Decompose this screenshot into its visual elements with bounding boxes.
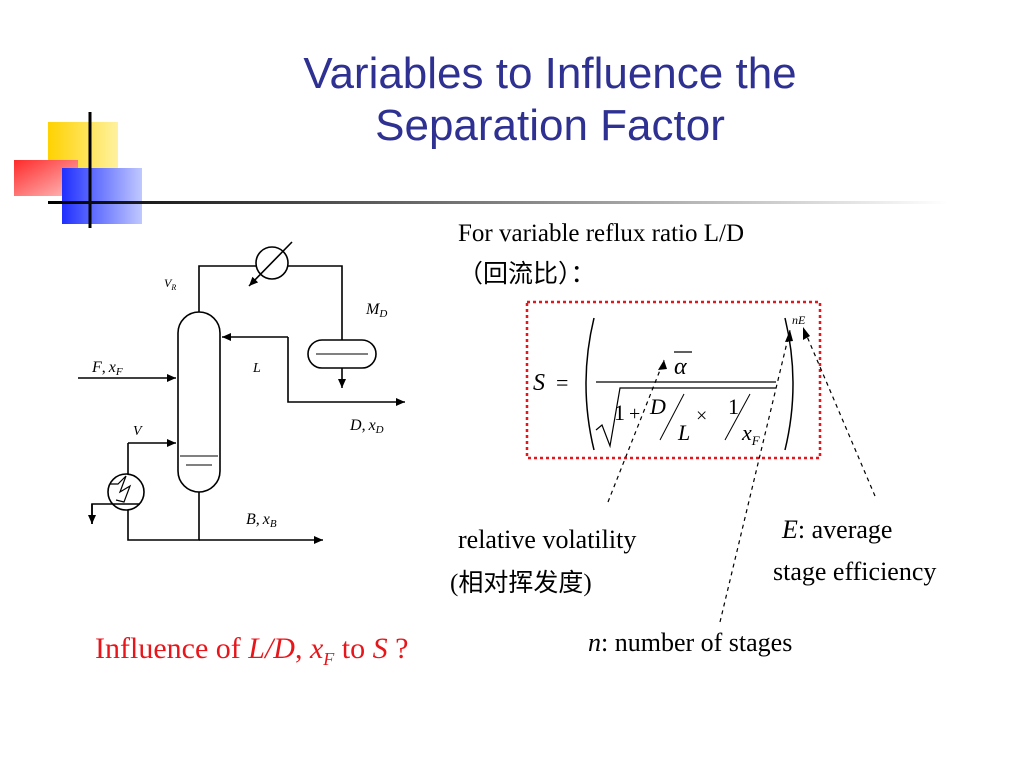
formula-plus: + <box>629 403 640 425</box>
horizontal-rule <box>48 201 948 204</box>
left-paren <box>585 317 595 451</box>
reboiler-icon <box>107 473 145 511</box>
title-line-1: Variables to Influence the <box>303 49 797 98</box>
question-text: Influence of L/D, xF to S ? <box>95 632 408 670</box>
pointer-e-arrowhead <box>803 327 810 340</box>
reflux-line <box>287 337 342 403</box>
label-l: L <box>252 361 261 376</box>
formula-exponent: nE <box>792 313 806 327</box>
question-comma: , <box>294 632 310 665</box>
question-prefix: Influence of <box>95 632 249 665</box>
question-ld: L/D <box>248 632 295 665</box>
formula-alpha: α <box>674 354 687 380</box>
formula-one: 1 <box>614 400 625 425</box>
question-xf: x <box>309 632 324 665</box>
question-to: to <box>334 632 373 665</box>
efficiency-text: : average <box>797 515 893 544</box>
stages-label: n: number of stages <box>588 628 792 658</box>
title-line-2: Separation Factor <box>375 101 725 150</box>
blue-square <box>62 168 142 224</box>
formula-s: S <box>533 370 545 396</box>
pointer-alpha-arrowhead <box>658 360 667 370</box>
formula-times: × <box>696 405 707 427</box>
formula-d: D <box>649 394 666 419</box>
question-xf-sub: F <box>323 649 335 669</box>
relative-volatility-label: relative volatility <box>458 525 637 554</box>
label-bottoms: B,xB <box>246 511 277 530</box>
pointer-e <box>802 326 876 497</box>
reflux-heading: For variable reflux ratio L/D <box>458 220 745 247</box>
label-vr: VR <box>164 276 176 292</box>
right-paren <box>784 317 794 451</box>
question-s: S <box>372 632 388 665</box>
label-feed: F,xF <box>91 359 123 378</box>
efficiency-label: E: average <box>782 515 892 545</box>
slash-1 <box>659 393 685 441</box>
formula-num1: 1 <box>728 394 739 419</box>
stages-symbol: n <box>588 628 601 657</box>
reflux-heading-chinese: （回流比）： <box>458 261 596 288</box>
reboiler-coil <box>110 475 132 503</box>
formula: S = α 1 + D L × 1 xF nE <box>533 313 806 451</box>
sqrt-sign <box>595 387 776 449</box>
formula-x: xF <box>741 420 761 448</box>
pointer-n <box>719 329 791 623</box>
efficiency-label-2: stage efficiency <box>773 557 937 586</box>
page-title: Variables to Influence the Separation Fa… <box>150 48 950 152</box>
bottoms-line <box>127 492 200 541</box>
formula-box <box>525 300 822 460</box>
formula-l: L <box>677 420 690 445</box>
efficiency-symbol: E <box>782 515 798 544</box>
stages-text: : number of stages <box>601 628 793 657</box>
question-suffix: ? <box>387 632 409 665</box>
relative-volatility-chinese: (相对挥发度) <box>450 570 592 597</box>
slash-2 <box>724 393 751 441</box>
pointer-alpha <box>607 359 665 503</box>
formula-eq: = <box>556 370 568 395</box>
label-md: MD <box>365 301 387 320</box>
pointer-n-arrowhead <box>785 330 793 342</box>
label-v: V <box>133 424 143 439</box>
label-distillate: D,xD <box>349 417 384 436</box>
condenser-arrow <box>248 241 293 287</box>
